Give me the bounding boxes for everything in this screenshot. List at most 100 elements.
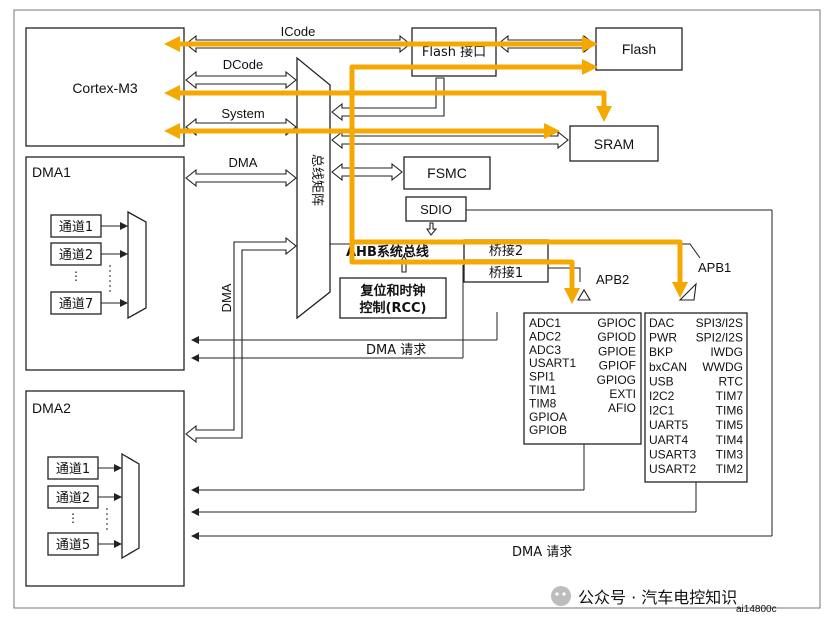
rcc-block xyxy=(339,277,447,319)
apb2-peripheral-label: GPIOG xyxy=(597,373,636,387)
apb1-connector xyxy=(678,282,697,301)
apb2-peripheral-label: USART1 xyxy=(529,356,576,370)
apb1-peripheral-label: SPI3/I2S xyxy=(696,316,743,330)
bridge2-label: 桥接2 xyxy=(489,243,523,259)
apb2-peripheral-label: ADC2 xyxy=(529,329,561,343)
apb2-peripheral-label: GPIOC xyxy=(597,316,636,330)
apb1-peripheral-label: WWDG xyxy=(702,360,743,374)
dma2-label: DMA2 xyxy=(32,400,71,416)
apb1-peripheral-label: USB xyxy=(649,374,674,388)
sram-label: SRAM xyxy=(594,136,634,152)
dma1-channel-1-label: 通道1 xyxy=(59,220,93,235)
apb1-peripheral-label: TIM4 xyxy=(716,433,744,447)
dma1-block xyxy=(25,156,185,371)
dma2-channel-5-label: 通道5 xyxy=(56,538,90,553)
icode-label: ICode xyxy=(281,24,316,39)
dma1-channel-2-label: 通道2 xyxy=(59,248,93,263)
dma1-label: DMA1 xyxy=(32,164,71,180)
apb1-peripheral-label: TIM5 xyxy=(716,418,744,432)
apb1-peripheral-label: IWDG xyxy=(710,345,743,359)
apb2-connector xyxy=(577,288,591,301)
dma1-arbiter xyxy=(127,210,147,320)
dma1-channel-7-label: 通道7 xyxy=(59,297,93,312)
apb1-peripheral-label: UART4 xyxy=(649,433,688,447)
dma-bus-label: DMA xyxy=(229,155,258,170)
figure-id: ai14800c xyxy=(736,604,777,615)
apb1-peripheral-label: UART5 xyxy=(649,418,688,432)
sdio-block xyxy=(405,196,467,222)
apb1-peripheral-label: PWR xyxy=(649,331,677,345)
apb1-peripheral-label: SPI2/I2S xyxy=(696,331,743,345)
apb2-peripheral-label: TIM8 xyxy=(529,396,557,410)
dma2-ellipsis: ⋮ xyxy=(67,511,79,525)
cortex-m3-block xyxy=(25,27,185,147)
apb1-peripheral-label: USART2 xyxy=(649,462,696,476)
apb1-peripherals-block xyxy=(644,312,748,483)
flash-block xyxy=(595,27,683,71)
wechat-icon xyxy=(551,586,571,606)
sdio-label: SDIO xyxy=(420,202,452,217)
dcode-label: DCode xyxy=(223,57,263,72)
fsmc-block xyxy=(403,156,491,190)
apb1-peripheral-label: RTC xyxy=(719,374,744,388)
dma-vertical-label: DMA xyxy=(219,283,234,312)
bridge1-label: 桥接1 xyxy=(489,265,523,281)
apb2-peripheral-label: GPIOE xyxy=(598,344,636,358)
apb1-left-list: DACPWRBKPbxCANUSBI2C2I2C1UART5UART4USART… xyxy=(649,316,696,476)
fsmc-label: FSMC xyxy=(427,165,467,181)
dma2-channels: 通道1 通道2 ⋮ 通道5 xyxy=(47,452,140,560)
dma1-bus-arrow xyxy=(185,168,297,188)
apb2-peripherals-block xyxy=(523,312,642,445)
dma2-channel-2-label: 通道2 xyxy=(56,491,90,506)
cortex-m3-label: Cortex-M3 xyxy=(72,80,138,96)
rcc-label-line2: 控制(RCC) xyxy=(360,300,427,316)
dma2-arbiter xyxy=(121,452,140,560)
system-label: System xyxy=(221,106,264,121)
apb2-peripheral-label: GPIOD xyxy=(597,330,636,344)
watermark: 公众号 · 汽车电控知识 xyxy=(551,586,737,607)
apb1-peripheral-label: I2C2 xyxy=(649,389,675,403)
apb1-peripheral-label: bxCAN xyxy=(649,360,687,374)
apb2-peripheral-label: AFIO xyxy=(608,401,636,415)
bus-matrix-label: 总线矩阵 xyxy=(309,154,324,206)
apb1-peripheral-label: TIM2 xyxy=(716,462,744,476)
apb2-peripheral-label: GPIOB xyxy=(529,423,567,437)
dma1-ellipsis: ⋮ xyxy=(70,269,82,283)
apb1-peripheral-label: BKP xyxy=(649,345,673,359)
apb2-peripheral-label: GPIOA xyxy=(529,410,567,424)
apb2-peripheral-label: TIM1 xyxy=(529,383,557,397)
apb1-label: APB1 xyxy=(698,260,731,275)
flash-interface-label: Flash 接口 xyxy=(422,44,486,60)
dma2-channel-1-label: 通道1 xyxy=(56,462,90,477)
rcc-label-line1: 复位和时钟 xyxy=(359,283,425,299)
apb2-peripheral-label: ADC3 xyxy=(529,343,561,357)
sdio-up-arrow xyxy=(425,222,438,236)
apb1-right-list: SPI3/I2SSPI2/I2SIWDGWWDGRTCTIM7TIM6TIM5T… xyxy=(696,316,744,476)
sram-block xyxy=(569,125,659,162)
fsmc-bus-arrow xyxy=(331,162,403,182)
dma1-channels: 通道1 通道2 ⋮ 通道7 xyxy=(50,210,147,320)
diagram-frame xyxy=(13,9,821,609)
dma-request-label-1: DMA 请求 xyxy=(366,343,426,358)
apb2-peripheral-label: GPIOF xyxy=(599,359,636,373)
apb1-peripheral-label: TIM3 xyxy=(716,447,744,461)
dcode-bus-arrow xyxy=(185,70,297,90)
watermark-text: 公众号 · 汽车电控知识 xyxy=(578,588,737,607)
apb2-label: APB2 xyxy=(596,272,629,287)
apb1-peripheral-label: DAC xyxy=(649,316,675,330)
apb2-peripheral-label: ADC1 xyxy=(529,316,561,330)
apb1-peripheral-label: TIM7 xyxy=(716,389,744,403)
apb1-peripheral-label: USART3 xyxy=(649,447,696,461)
apb1-peripheral-label: I2C1 xyxy=(649,404,675,418)
flash-label: Flash xyxy=(622,41,656,57)
sram-bus-arrow xyxy=(331,130,569,150)
ahb-label: AHB系统总线 xyxy=(346,244,429,260)
apb2-peripheral-label: EXTI xyxy=(609,387,636,401)
dma-request-label-2: DMA 请求 xyxy=(512,545,572,560)
apb2-peripheral-label: SPI1 xyxy=(529,370,555,384)
highlight-paths xyxy=(164,36,688,304)
